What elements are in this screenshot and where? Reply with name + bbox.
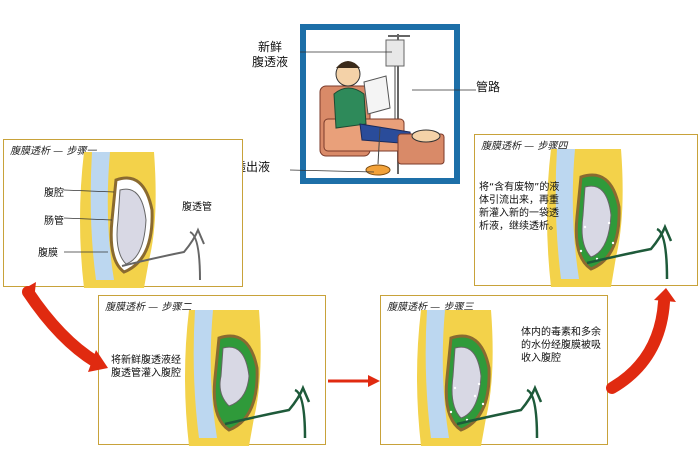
step-three-note: 体内的毒素和多余 的水份经腹膜被吸 收入腹腔 [521,327,601,364]
abdomen-drain [547,149,673,287]
catheter-label: 腹透管 [182,202,212,213]
step-one-title: 腹膜透析 — 步骤一 [10,146,97,157]
step-two-title: 腹膜透析 — 步骤二 [105,302,192,313]
step-four-panel: 腹膜透析 — 步骤四 将“含有废物”的液 体引流出来，再重 新灌入新的一袋透 析… [474,134,698,287]
step-three-panel: 腹膜透析 — 步骤三 体内的毒素和多余 的水份经腹膜被吸 收入腹腔 [380,295,608,446]
abdomen-filling [185,310,311,446]
peritoneum-label: 腹膜 [38,248,58,259]
arrow-step2-to-step3 [328,375,380,387]
step-four-note: 将“含有废物”的液 体引流出来，再重 新灌入新的一袋透 析液，继续透析。 [479,182,560,232]
step-two-panel: 腹膜透析 — 步骤二 将新鲜腹透液经 腹透管灌入腹腔 [98,295,326,446]
abdomen-exchange [417,310,543,446]
arrow-step1-to-step2 [22,282,108,372]
drained-fluid-label: 透出液 [234,160,271,174]
dialysis-scene [300,24,460,184]
tubing-label: 管路 [476,80,501,94]
intestine-label: 肠管 [44,216,64,227]
cavity-label: 腹腔 [44,188,64,199]
scene-illustration [300,24,460,184]
step-three-title: 腹膜透析 — 步骤三 [387,302,474,313]
step-two-note: 将新鲜腹透液经 腹透管灌入腹腔 [111,355,181,379]
arrow-step3-to-step4 [606,288,676,394]
step-four-title: 腹膜透析 — 步骤四 [481,141,568,152]
step-one-panel: 腹膜透析 — 步骤一 腹腔 肠管 腹透管 腹膜 [3,139,243,288]
fresh-fluid-label: 新鲜 腹透液 [251,40,288,69]
abdomen-cross-section [63,152,205,288]
